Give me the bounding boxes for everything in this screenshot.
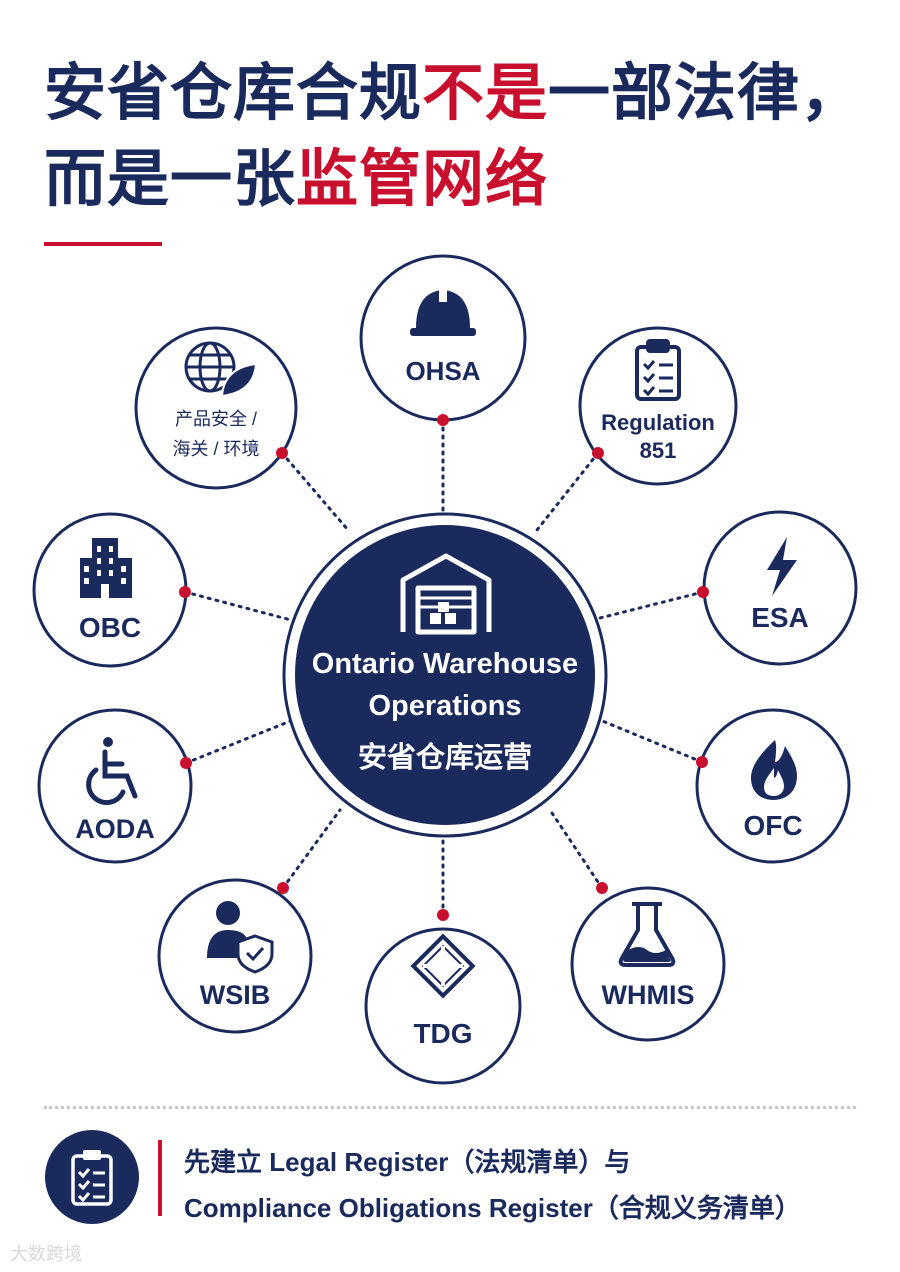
connector-product-safety — [280, 451, 350, 532]
node-label-product-safety: 产品安全 / — [174, 409, 257, 429]
connector-whmis — [548, 808, 604, 890]
dot-regulation-851 — [592, 447, 604, 459]
dot-whmis — [596, 882, 608, 894]
title-part: 安省仓库合规 — [44, 56, 423, 129]
center-title-line-1: Ontario Warehouse — [311, 648, 579, 680]
dot-ohsa — [437, 414, 449, 426]
warehouse-icon — [400, 553, 492, 635]
node-label-aoda: AODA — [75, 814, 155, 844]
connector-lines — [183, 418, 705, 917]
node-circle-ohsa — [359, 254, 527, 422]
dot-ofc — [696, 756, 708, 768]
dot-wsib — [277, 882, 289, 894]
hard-hat-icon — [410, 286, 476, 336]
hazard-placard-icon — [410, 933, 476, 999]
globe-leaf-icon — [184, 341, 258, 398]
footer-divider — [44, 1106, 856, 1109]
center-hub — [295, 525, 595, 825]
node-label-customs-environment: 海关 / 环境 — [172, 439, 260, 459]
footer-line-2: Compliance Obligations Register（合规义务清单） — [184, 1193, 801, 1223]
node-label-wsib: WSIB — [199, 980, 271, 1010]
node-label-tdg: TDG — [413, 1018, 473, 1049]
dot-product-safety — [276, 447, 288, 459]
footer-badge — [45, 1130, 139, 1224]
title-part: 一部法律， — [548, 56, 864, 129]
lightning-icon — [767, 537, 797, 596]
center-title-line-3: 安省仓库运营 — [357, 742, 532, 774]
node-label-whmis: WHMIS — [601, 980, 695, 1010]
center-title-line-2: Operations — [368, 690, 522, 722]
node-label-851: 851 — [639, 438, 677, 463]
flask-icon — [618, 902, 676, 967]
node-circle-regulation-851 — [578, 326, 738, 486]
checklist-icon — [71, 1150, 113, 1206]
node-label-ofc: OFC — [743, 810, 803, 841]
footer-accent-bar — [158, 1140, 162, 1216]
title-highlight: 不是 — [422, 56, 549, 129]
title-underline — [44, 242, 162, 246]
node-circles — [32, 254, 858, 1085]
connector-aoda — [184, 718, 295, 765]
connector-wsib — [281, 808, 342, 890]
watermark: 大数跨境 — [10, 1244, 82, 1265]
node-circle-aoda — [37, 708, 193, 864]
footer-line-1: 先建立 Legal Register（法规清单）与 — [184, 1147, 631, 1177]
building-icon — [80, 538, 132, 598]
connector-dots — [179, 414, 709, 921]
clipboard-icon — [635, 339, 681, 401]
node-label-esa: ESA — [751, 602, 809, 633]
dot-tdg — [437, 909, 449, 921]
node-label-regulation: Regulation — [601, 410, 715, 435]
dot-esa — [697, 586, 709, 598]
node-label-obc: OBC — [78, 612, 142, 643]
title-line-1: 安省仓库合规不是一部法律， — [44, 62, 863, 124]
node-circle-tdg — [364, 927, 522, 1085]
dot-obc — [179, 586, 191, 598]
title-line-2: 而是一张监管网络 — [44, 148, 548, 210]
dot-aoda — [180, 757, 192, 769]
connector-esa — [598, 590, 705, 620]
node-label-ohsa: OHSA — [405, 356, 481, 386]
title-part: 而是一张 — [44, 142, 297, 215]
title-highlight: 监管网络 — [296, 142, 549, 215]
wheelchair-icon — [86, 737, 138, 806]
worker-shield-icon — [207, 901, 274, 974]
connector-ofc — [598, 718, 704, 764]
connector-obc — [183, 590, 293, 622]
flame-icon — [751, 740, 797, 800]
node-circle-esa — [702, 510, 858, 666]
connector-regulation-851 — [535, 451, 600, 532]
